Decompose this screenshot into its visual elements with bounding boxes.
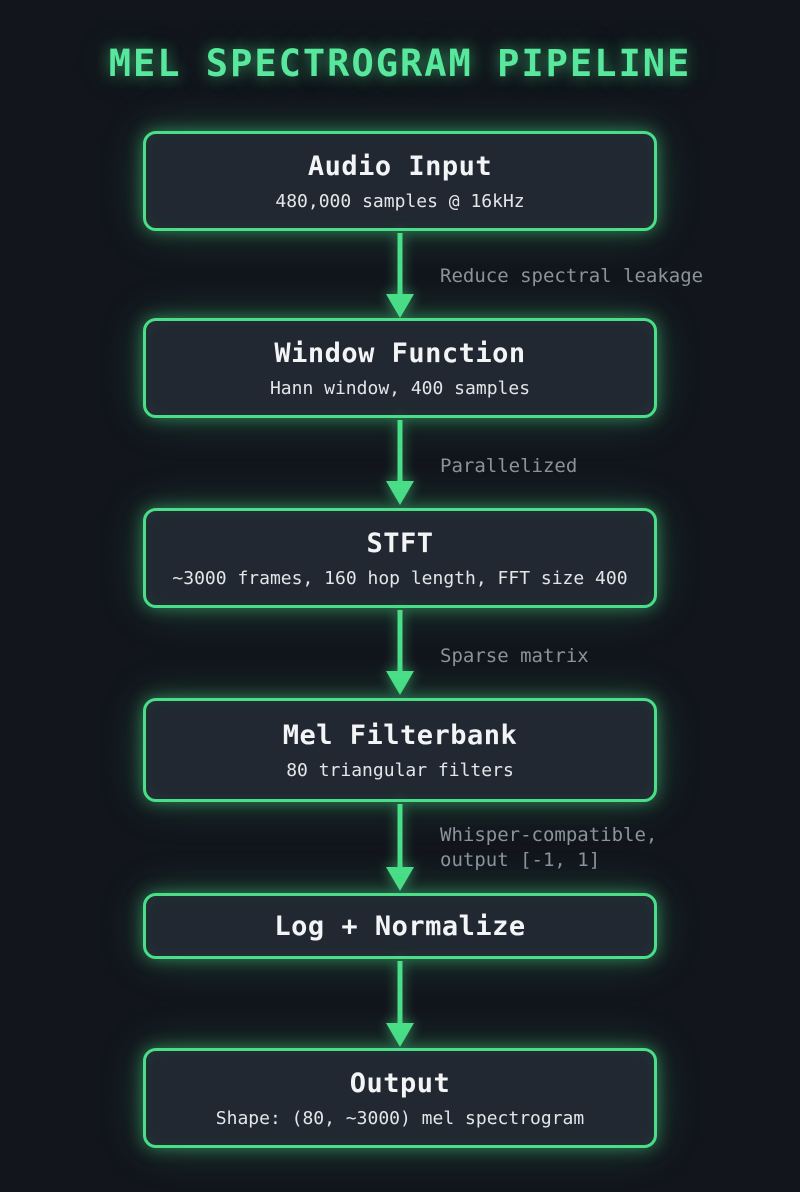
node-title: Output bbox=[349, 1067, 451, 1099]
edge-label-whisper-compatible: Whisper-compatible, output [-1, 1] bbox=[440, 824, 658, 871]
node-title: Window Function bbox=[274, 337, 526, 369]
arrow-down-icon bbox=[386, 804, 414, 891]
node-audio-input: Audio Input 480,000 samples @ 16kHz bbox=[143, 131, 657, 231]
arrow-down-icon bbox=[386, 233, 414, 318]
arrow-down-icon bbox=[386, 420, 414, 505]
node-stft: STFT ~3000 frames, 160 hop length, FFT s… bbox=[143, 508, 657, 608]
node-title: STFT bbox=[366, 527, 434, 559]
node-subtitle: 480,000 samples @ 16kHz bbox=[275, 190, 525, 212]
node-subtitle: 80 triangular filters bbox=[286, 759, 514, 781]
node-log-normalize: Log + Normalize bbox=[143, 893, 657, 959]
edge-label-sparse-matrix: Sparse matrix bbox=[440, 645, 589, 667]
node-window-function: Window Function Hann window, 400 samples bbox=[143, 318, 657, 418]
node-subtitle: Shape: (80, ~3000) mel spectrogram bbox=[215, 1107, 585, 1129]
arrow-down-icon bbox=[386, 961, 414, 1047]
node-subtitle: ~3000 frames, 160 hop length, FFT size 4… bbox=[172, 567, 628, 589]
edge-label-parallelized: Parallelized bbox=[440, 455, 578, 477]
node-mel-filterbank: Mel Filterbank 80 triangular filters bbox=[143, 698, 657, 802]
node-title: Log + Normalize bbox=[274, 910, 526, 942]
node-output: Output Shape: (80, ~3000) mel spectrogra… bbox=[143, 1048, 657, 1148]
diagram-title: MEL SPECTROGRAM PIPELINE bbox=[108, 42, 692, 85]
edge-label-reduce-spectral-leakage: Reduce spectral leakage bbox=[440, 265, 704, 287]
node-subtitle: Hann window, 400 samples bbox=[269, 377, 531, 399]
arrow-down-icon bbox=[386, 610, 414, 695]
node-title: Mel Filterbank bbox=[282, 719, 518, 751]
node-title: Audio Input bbox=[307, 150, 493, 182]
